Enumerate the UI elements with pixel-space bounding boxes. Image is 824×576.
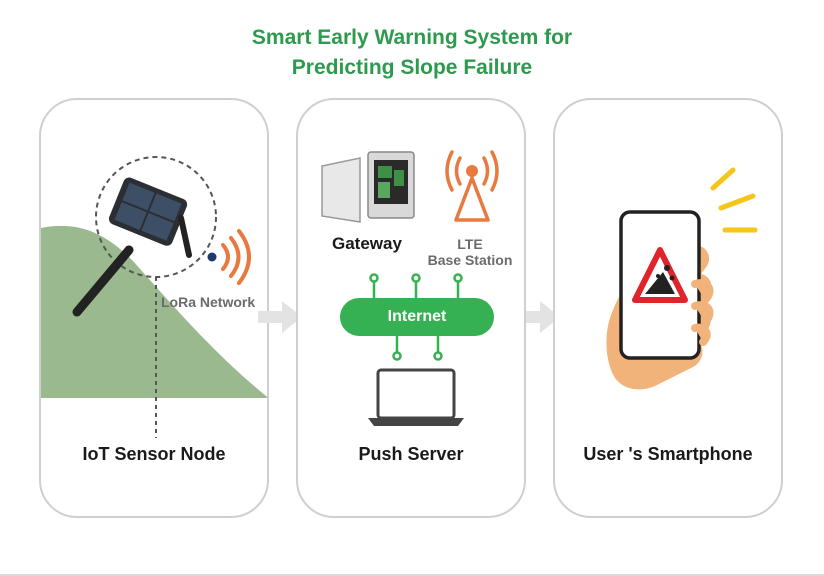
signal-dot bbox=[207, 252, 217, 262]
alert-rays-icon bbox=[710, 167, 758, 233]
push-server-caption: Push Server bbox=[358, 444, 464, 464]
sensor-node-illustration bbox=[41, 156, 267, 438]
push-server-panel: Gateway LTE Base Station Internet Push S… bbox=[296, 98, 526, 518]
sensor-pole bbox=[72, 245, 134, 317]
bottom-divider bbox=[0, 574, 824, 576]
smartphone-caption: User 's Smartphone bbox=[583, 444, 753, 464]
lte-tower-icon bbox=[445, 150, 499, 222]
arrow-sensor-to-server bbox=[258, 301, 302, 333]
gateway-icon bbox=[321, 151, 415, 223]
internet-pill: Internet bbox=[340, 298, 494, 336]
laptop-icon bbox=[368, 368, 464, 426]
sensor-device bbox=[108, 177, 188, 246]
lte-label-line2: Base Station bbox=[427, 252, 513, 268]
lora-signal-icon bbox=[221, 243, 230, 271]
rockfall-warning-icon bbox=[632, 247, 688, 303]
diagram-title-line2: Predicting Slope Failure bbox=[291, 56, 533, 79]
smartphone-panel: User 's Smartphone bbox=[553, 98, 783, 518]
sensor-antenna bbox=[178, 215, 192, 258]
smartphone-illustration bbox=[606, 167, 758, 390]
sensor-node-panel: LoRa Network IoT Sensor Node bbox=[39, 98, 269, 518]
gateway-label: Gateway bbox=[332, 234, 402, 253]
sensor-node-caption: IoT Sensor Node bbox=[82, 444, 226, 464]
slope-hill bbox=[41, 225, 267, 398]
diagram-title-line1: Smart Early Warning System for bbox=[251, 26, 573, 49]
lora-network-label: LoRa Network bbox=[161, 294, 256, 310]
arrow-server-to-phone bbox=[516, 301, 560, 333]
server-illustration bbox=[321, 150, 499, 426]
lte-label-line1: LTE bbox=[457, 236, 483, 252]
internet-connectors bbox=[369, 273, 463, 361]
